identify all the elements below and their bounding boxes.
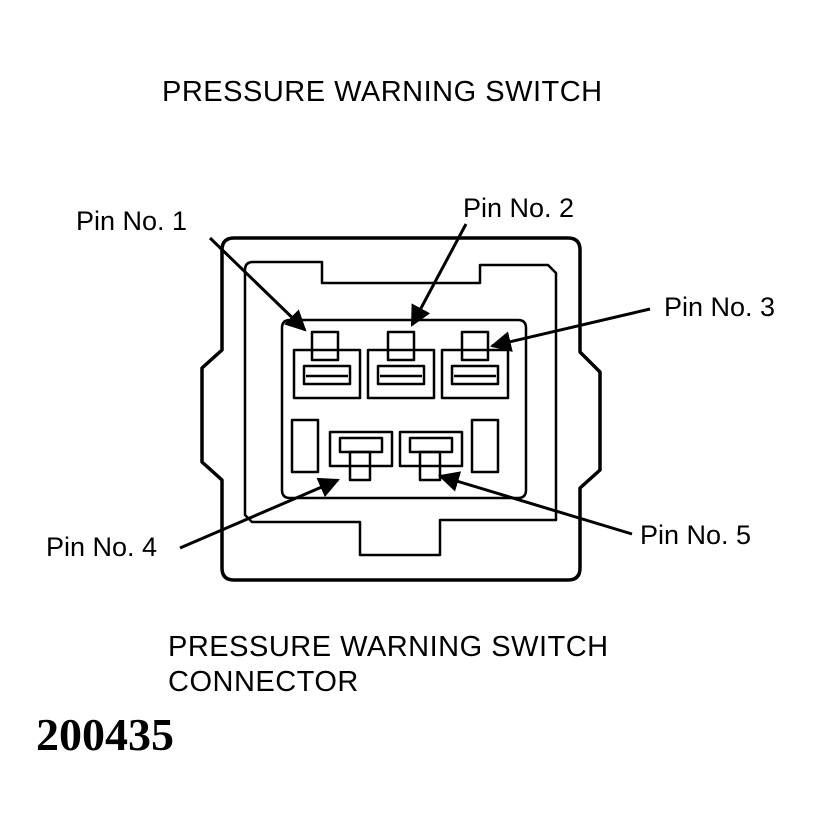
pin-1-label: Pin No. 1 bbox=[76, 206, 188, 236]
terminal-pin-2 bbox=[366, 330, 436, 400]
pin-2-label: Pin No. 2 bbox=[463, 193, 575, 223]
terminal-pin-5 bbox=[398, 430, 464, 482]
connector-inner-frame bbox=[243, 260, 558, 557]
pin-4-leader bbox=[179, 477, 340, 550]
diagram-title: PRESSURE WARNING SWITCH bbox=[162, 76, 603, 108]
caption-line-2: CONNECTOR bbox=[168, 666, 359, 698]
pin-3-label: Pin No. 3 bbox=[664, 292, 776, 322]
pin-2-leader bbox=[410, 223, 468, 327]
terminal-pin-4 bbox=[328, 430, 394, 482]
caption-line-1: PRESSURE WARNING SWITCH bbox=[168, 631, 609, 663]
pin-5-leader bbox=[437, 471, 633, 536]
terminal-pin-3 bbox=[440, 330, 510, 400]
pin-3-leader bbox=[489, 307, 651, 352]
pin-5-label: Pin No. 5 bbox=[640, 520, 752, 550]
pin-4-label: Pin No. 4 bbox=[46, 532, 158, 562]
lower-right-block bbox=[470, 418, 500, 474]
figure-number: 200435 bbox=[36, 709, 174, 760]
pin-1-leader bbox=[208, 236, 307, 332]
lower-left-block bbox=[290, 418, 320, 474]
terminal-pin-1 bbox=[292, 330, 362, 400]
